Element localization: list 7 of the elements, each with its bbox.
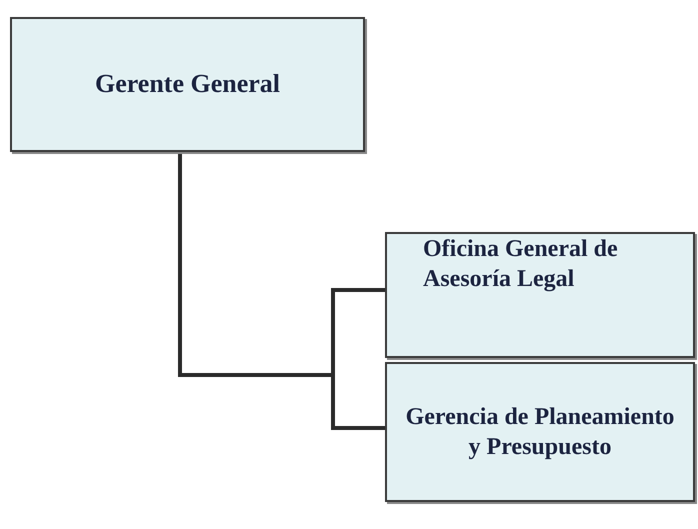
org-box: [385, 362, 695, 502]
box-title: Oficina General de Asesoría Legal: [422, 235, 619, 294]
box-title: Gerente General: [94, 68, 282, 100]
box-title: Gerencia de Planeamiento y Presupuesto: [404, 403, 676, 462]
org-box: [10, 17, 365, 152]
connector-line: [178, 152, 385, 430]
org-box: [385, 232, 695, 358]
